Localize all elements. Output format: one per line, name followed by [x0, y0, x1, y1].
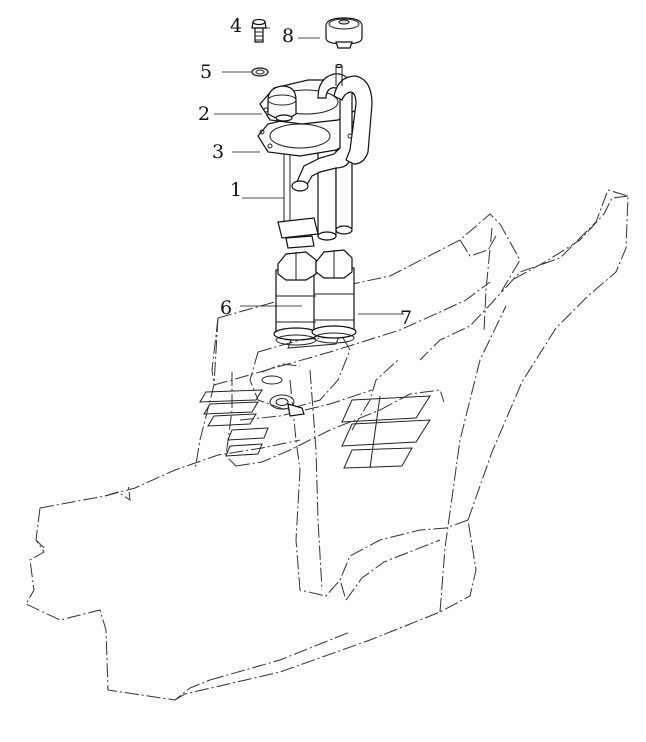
callout-8: 8	[282, 25, 294, 47]
tank-boss	[261, 375, 305, 417]
part-6-filter-elements	[273, 249, 357, 346]
callout-1: 1	[230, 179, 242, 201]
callout-2: 2	[198, 103, 210, 125]
part-8-cap	[325, 17, 363, 49]
callout-5: 5	[200, 61, 212, 83]
callouts: 1 2 3 4 5 6 7 8	[198, 15, 412, 329]
parts-2-3-filter-head	[257, 63, 373, 192]
part-5-washer	[251, 67, 269, 77]
callout-7: 7	[400, 307, 412, 329]
louvre-vents	[199, 333, 431, 469]
part-4-bolt	[251, 18, 267, 43]
callout-6: 6	[220, 297, 232, 319]
leader-lines	[214, 27, 404, 315]
callout-3: 3	[212, 141, 224, 163]
callout-4: 4	[230, 15, 242, 37]
